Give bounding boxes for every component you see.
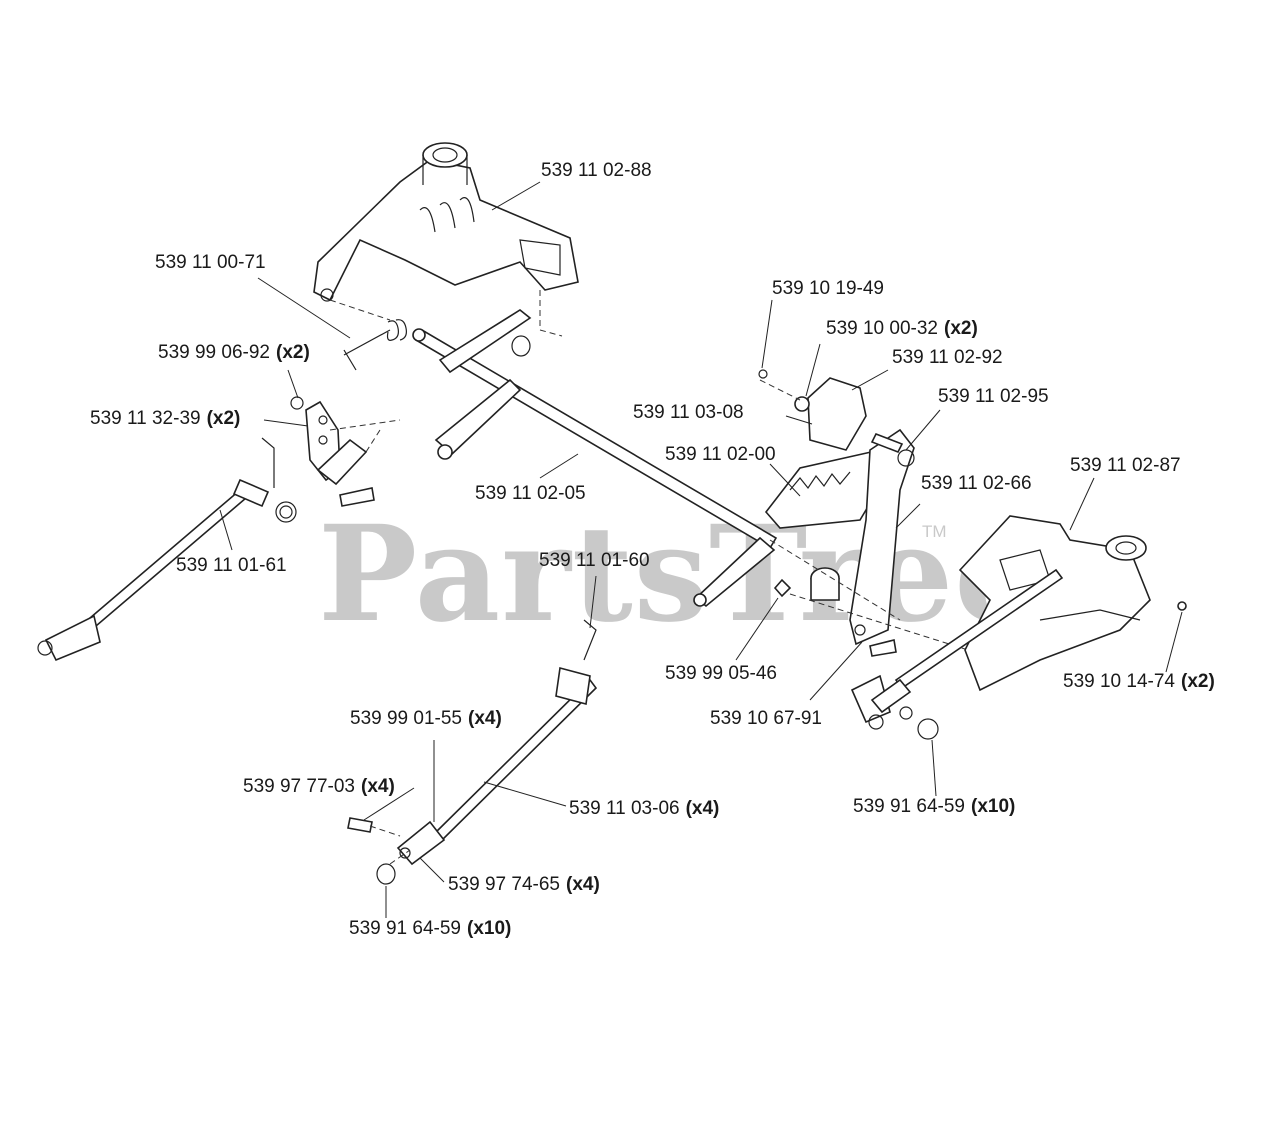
part-label-539-91-64-59-left[interactable]: 539 91 64-59(x10): [349, 918, 512, 939]
right-pedal-assembly: [758, 369, 1001, 661]
part-label-539-11-02-88[interactable]: 539 11 02-88: [541, 160, 652, 181]
main-lift-shaft: [412, 309, 778, 608]
part-label-539-99-06-92[interactable]: 539 99 06-92(x2): [158, 342, 310, 363]
part-label-539-11-02-87[interactable]: 539 11 02-87: [1070, 455, 1181, 476]
right-axle-bracket: [958, 515, 1187, 692]
left-control-rod: [37, 437, 297, 662]
part-label-539-11-03-06[interactable]: 539 11 03-06(x4): [569, 798, 720, 819]
part-label-539-11-02-95[interactable]: 539 11 02-95: [938, 386, 1049, 407]
part-label-539-10-19-49[interactable]: 539 10 19-49: [772, 278, 884, 299]
right-control-rod: [850, 568, 1064, 740]
part-label-539-99-01-55[interactable]: 539 99 01-55(x4): [350, 708, 502, 729]
part-label-539-11-03-08[interactable]: 539 11 03-08: [633, 402, 744, 423]
leader-lines: [219, 181, 1183, 918]
torsion-spring: [343, 319, 531, 371]
part-label-539-99-05-46[interactable]: 539 99 05-46: [665, 663, 777, 684]
part-label-539-10-00-32[interactable]: 539 10 00-32(x2): [826, 318, 978, 339]
part-label-539-11-02-92[interactable]: 539 11 02-92: [892, 347, 1003, 368]
part-label-539-10-67-91[interactable]: 539 10 67-91: [710, 708, 822, 729]
parts-tree-watermark: PartsTree: [318, 497, 1040, 652]
left-axle-bracket: [313, 142, 579, 337]
part-label-539-11-01-61[interactable]: 539 11 01-61: [176, 555, 287, 576]
part-label-539-11-32-39[interactable]: 539 11 32-39(x2): [90, 408, 241, 429]
part-label-539-97-77-03[interactable]: 539 97 77-03(x4): [243, 776, 395, 797]
part-label-539-11-02-66[interactable]: 539 11 02-66: [921, 473, 1032, 494]
trademark-mark: TM: [922, 522, 947, 541]
part-label-539-11-02-05[interactable]: 539 11 02-05: [475, 483, 586, 504]
part-label-539-97-74-65[interactable]: 539 97 74-65(x4): [448, 874, 600, 895]
part-label-539-10-14-74[interactable]: 539 10 14-74(x2): [1063, 671, 1215, 692]
part-label-539-91-64-59-right[interactable]: 539 91 64-59(x10): [853, 796, 1016, 817]
lower-lift-rod: [347, 619, 598, 885]
left-link-plate: [290, 396, 401, 507]
part-label-539-11-00-71[interactable]: 539 11 00-71: [155, 252, 266, 273]
part-label-539-11-01-60[interactable]: 539 11 01-60: [539, 550, 650, 571]
part-label-539-11-02-00[interactable]: 539 11 02-00: [665, 444, 776, 465]
